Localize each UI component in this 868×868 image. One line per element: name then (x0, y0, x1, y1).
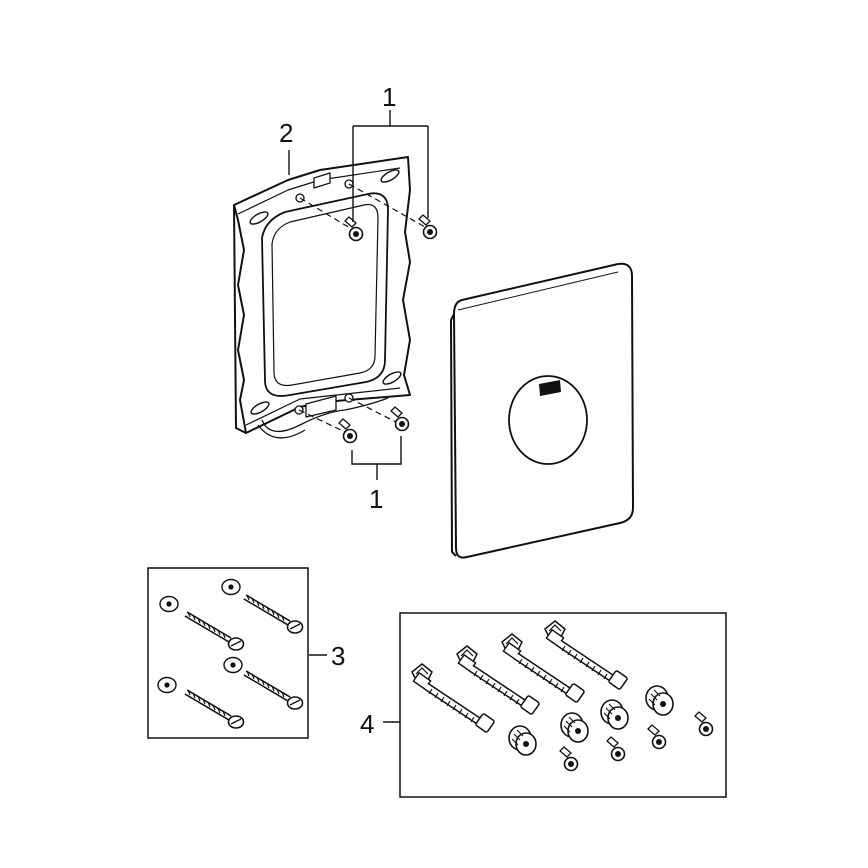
callout-frame: 2 (279, 118, 293, 148)
mounting-frame (233, 156, 411, 439)
assembly-lines (298, 183, 426, 433)
screws-bottom (338, 406, 410, 444)
callout-wall-screw-kit: 3 (331, 641, 345, 671)
extension-kit (399, 612, 727, 798)
wall-screw-kit (147, 567, 309, 739)
callout-extension-kit: 4 (360, 709, 374, 739)
flush-button (508, 375, 588, 465)
callout-screws-top: 1 (382, 82, 396, 112)
callout-screws-bottom: 1 (369, 484, 383, 514)
leader-lines (288, 110, 429, 723)
brand-logo (539, 380, 561, 396)
